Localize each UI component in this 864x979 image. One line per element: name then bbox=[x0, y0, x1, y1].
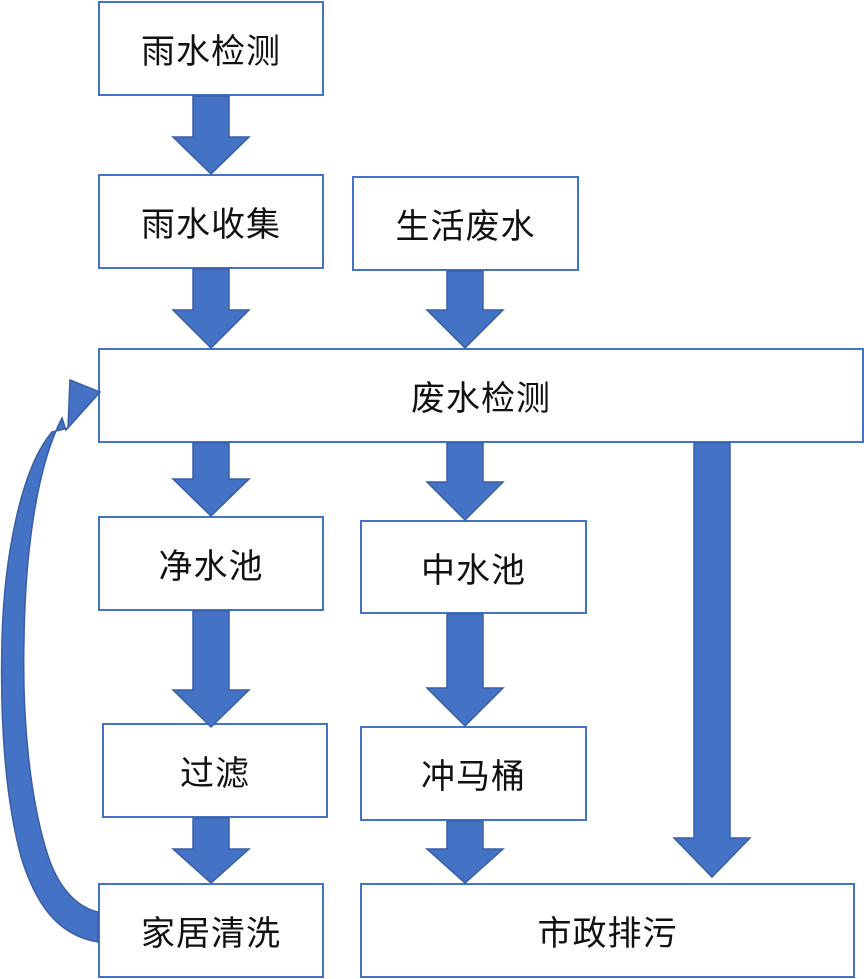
node-toilet-flush: 冲马桶 bbox=[360, 726, 587, 821]
arrow-rain-collect-to-waste-detect bbox=[171, 268, 251, 350]
arrow-toilet-to-municipal bbox=[425, 820, 505, 885]
node-clean-pool: 净水池 bbox=[98, 516, 324, 611]
arrow-domestic-to-waste-detect bbox=[425, 270, 505, 350]
arrow-home-cleaning-return bbox=[0, 378, 102, 943]
arrow-middle-pool-to-toilet bbox=[425, 613, 505, 728]
arrow-clean-pool-to-filter bbox=[171, 610, 251, 729]
arrow-filter-to-home-cleaning bbox=[171, 817, 251, 885]
node-domestic-waste: 生活废水 bbox=[352, 176, 579, 271]
arrow-waste-detect-to-clean-pool bbox=[171, 442, 251, 518]
arrow-rain-detect-to-collect bbox=[171, 95, 251, 176]
node-municipal-sewage: 市政排污 bbox=[360, 883, 855, 978]
node-home-cleaning: 家居清洗 bbox=[98, 883, 324, 978]
node-waste-detect: 废水检测 bbox=[98, 348, 864, 443]
node-filter: 过滤 bbox=[102, 723, 328, 818]
node-middle-pool: 中水池 bbox=[360, 520, 587, 614]
node-rain-detect: 雨水检测 bbox=[98, 1, 324, 96]
arrow-waste-detect-to-middle-pool bbox=[425, 442, 505, 522]
node-rain-collect: 雨水收集 bbox=[98, 174, 324, 269]
arrow-waste-detect-to-municipal bbox=[672, 442, 752, 879]
